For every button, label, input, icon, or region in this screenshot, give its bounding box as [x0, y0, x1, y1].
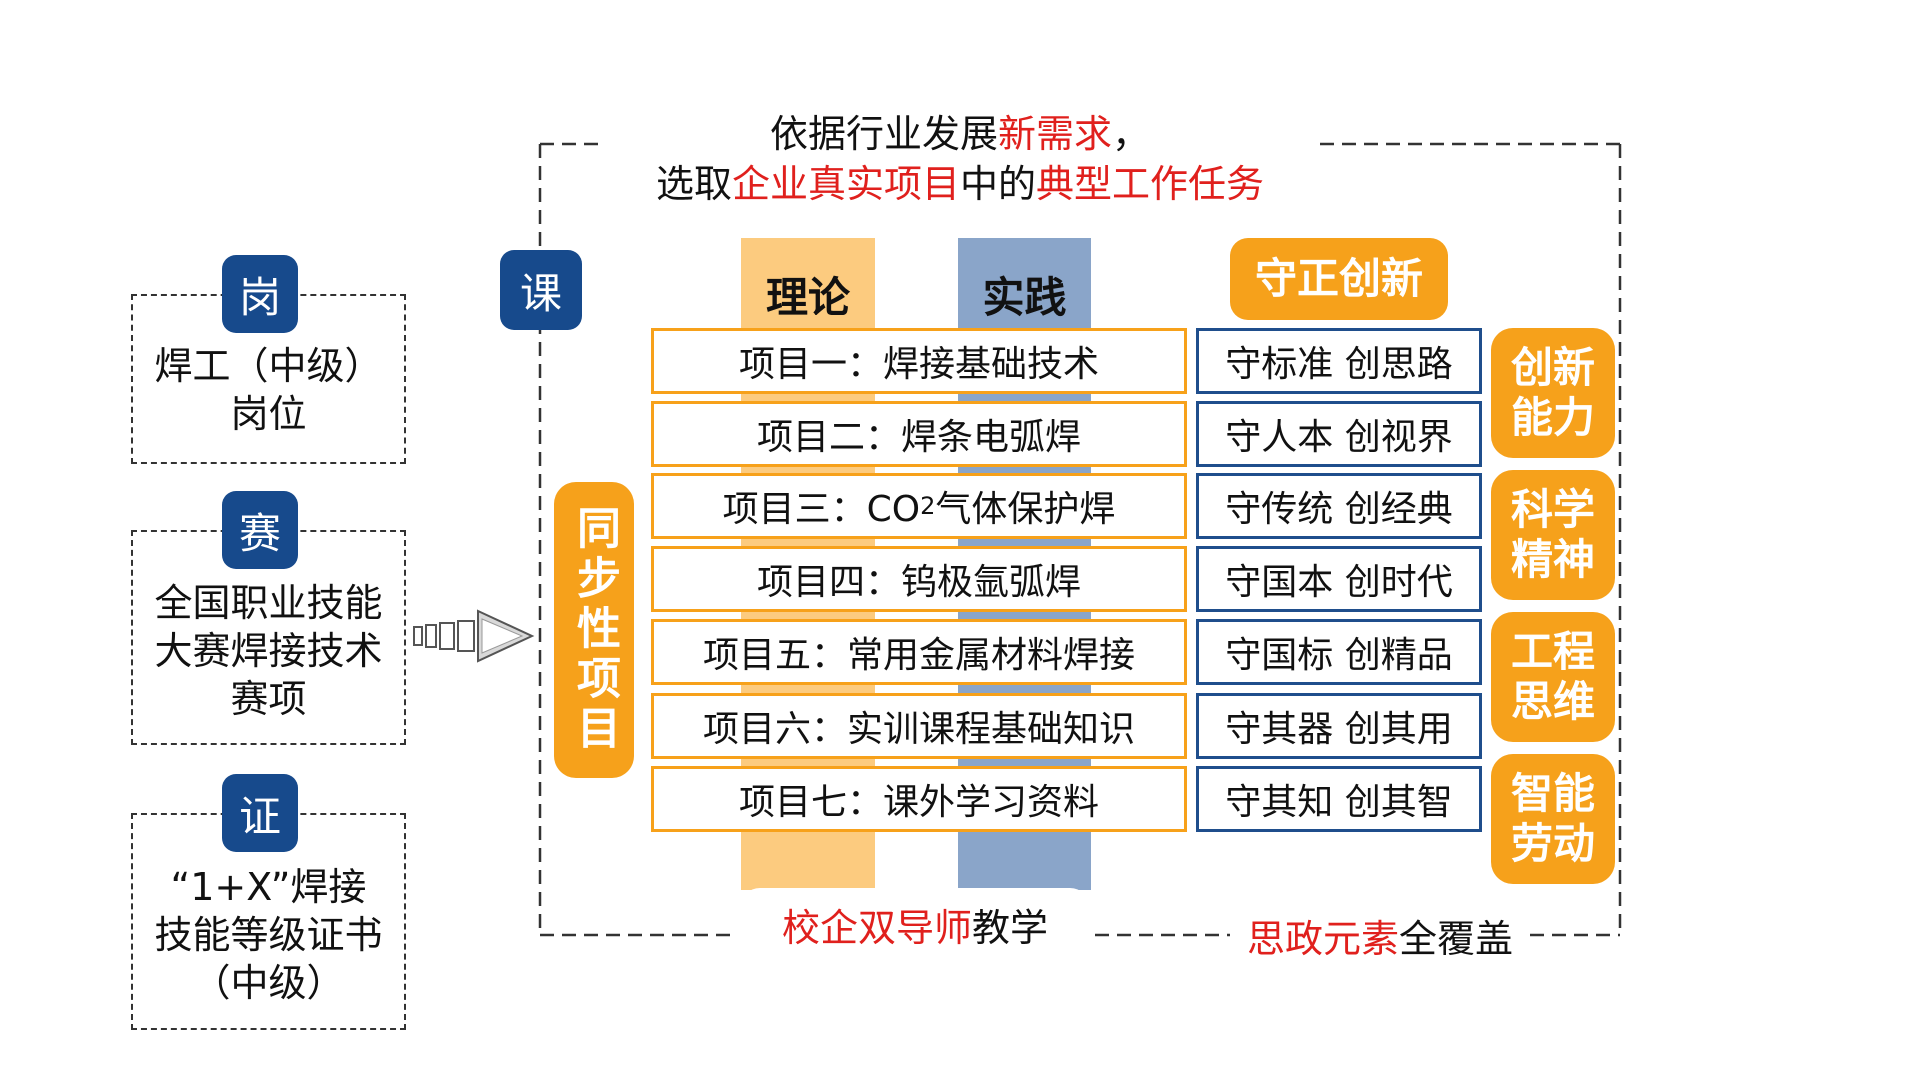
bottom-left-red: 校企双导师: [781, 905, 972, 950]
ability-engineering: 工程思维: [1491, 612, 1615, 742]
project-3-rest: 气体保护焊: [935, 489, 1116, 530]
project-2: 项目二：焊条电弧焊: [651, 401, 1187, 467]
ability-science: 科学精神: [1491, 470, 1615, 600]
certificate-line-2: 技能等级证书: [154, 913, 383, 957]
header-text: 依据行业发展新需求， 选取企业真实项目中的典型工作任务: [600, 110, 1320, 210]
certificate-badge: 证: [222, 774, 298, 852]
header-line-2: 选取企业真实项目中的典型工作任务: [600, 160, 1320, 208]
post-line-2: 岗位: [230, 392, 307, 436]
bottom-left-caption: 校企双导师教学: [740, 888, 1090, 960]
virtue-2: 守人本 创视界: [1196, 401, 1482, 467]
certificate-line-1: “1+X”焊接: [170, 865, 367, 909]
sync-project-label: 同步性项目: [554, 482, 634, 778]
virtue-4: 守国本 创时代: [1196, 546, 1482, 612]
project-7: 项目七：课外学习资料: [651, 766, 1187, 832]
competition-badge: 赛: [222, 491, 298, 569]
ability-innovation: 创新能力: [1491, 328, 1615, 458]
ability-labor-text: 智能劳动: [1510, 769, 1595, 868]
bottom-left-black: 教学: [972, 905, 1049, 950]
header-line-1: 依据行业发展新需求，: [600, 110, 1320, 158]
header-line-1-c: ，: [1112, 112, 1151, 156]
project-6: 项目六：实训课程基础知识: [651, 693, 1187, 759]
project-3-subscript: 2: [920, 492, 936, 520]
virtue-6: 守其器 创其用: [1196, 693, 1482, 759]
theory-label: 理论: [765, 273, 850, 322]
course-badge: 课: [500, 250, 582, 330]
project-5: 项目五：常用金属材料焊接: [651, 619, 1187, 685]
header-line-2-a: 选取: [655, 162, 732, 206]
header-line-1-b: 新需求: [997, 112, 1112, 156]
ability-engineering-text: 工程思维: [1510, 627, 1595, 726]
integrity-innovation-header: 守正创新: [1230, 238, 1448, 320]
project-4: 项目四：钨极氩弧焊: [651, 546, 1187, 612]
certificate-text: “1+X”焊接 技能等级证书 （中级）: [131, 863, 406, 1013]
virtue-3: 守传统 创经典: [1196, 473, 1482, 539]
post-line-1: 焊工（中级）: [154, 344, 383, 388]
header-line-2-b: 企业真实项目: [731, 162, 960, 206]
post-badge: 岗: [222, 255, 298, 333]
competition-line-1: 全国职业技能: [154, 581, 383, 625]
header-line-2-d: 典型工作任务: [1036, 162, 1265, 206]
bottom-right-caption: 思政元素全覆盖: [1232, 910, 1528, 961]
ability-science-text: 科学精神: [1510, 485, 1595, 584]
virtue-1: 守标准 创思路: [1196, 328, 1482, 394]
header-line-1-a: 依据行业发展: [769, 112, 998, 156]
virtue-5: 守国标 创精品: [1196, 619, 1482, 685]
bottom-right-red: 思政元素: [1246, 916, 1399, 961]
project-3-main: 项目三：CO: [722, 489, 921, 530]
sync-project-text: 同步性项目: [569, 505, 620, 755]
certificate-line-3: （中级）: [192, 961, 345, 1005]
header-line-2-c: 中的: [960, 162, 1037, 206]
ability-innovation-text: 创新能力: [1510, 343, 1595, 442]
project-1: 项目一：焊接基础技术: [651, 328, 1187, 394]
competition-line-2: 大赛焊接技术: [154, 629, 383, 673]
virtue-7: 守其知 创其智: [1196, 766, 1482, 832]
competition-text: 全国职业技能 大赛焊接技术 赛项: [131, 579, 406, 729]
post-text: 焊工（中级） 岗位: [131, 342, 406, 442]
ability-labor: 智能劳动: [1491, 754, 1615, 884]
competition-line-3: 赛项: [230, 677, 307, 721]
bottom-right-black: 全覆盖: [1399, 916, 1514, 961]
practice-label: 实践: [982, 273, 1067, 322]
flow-arrow-icon: [413, 609, 535, 663]
